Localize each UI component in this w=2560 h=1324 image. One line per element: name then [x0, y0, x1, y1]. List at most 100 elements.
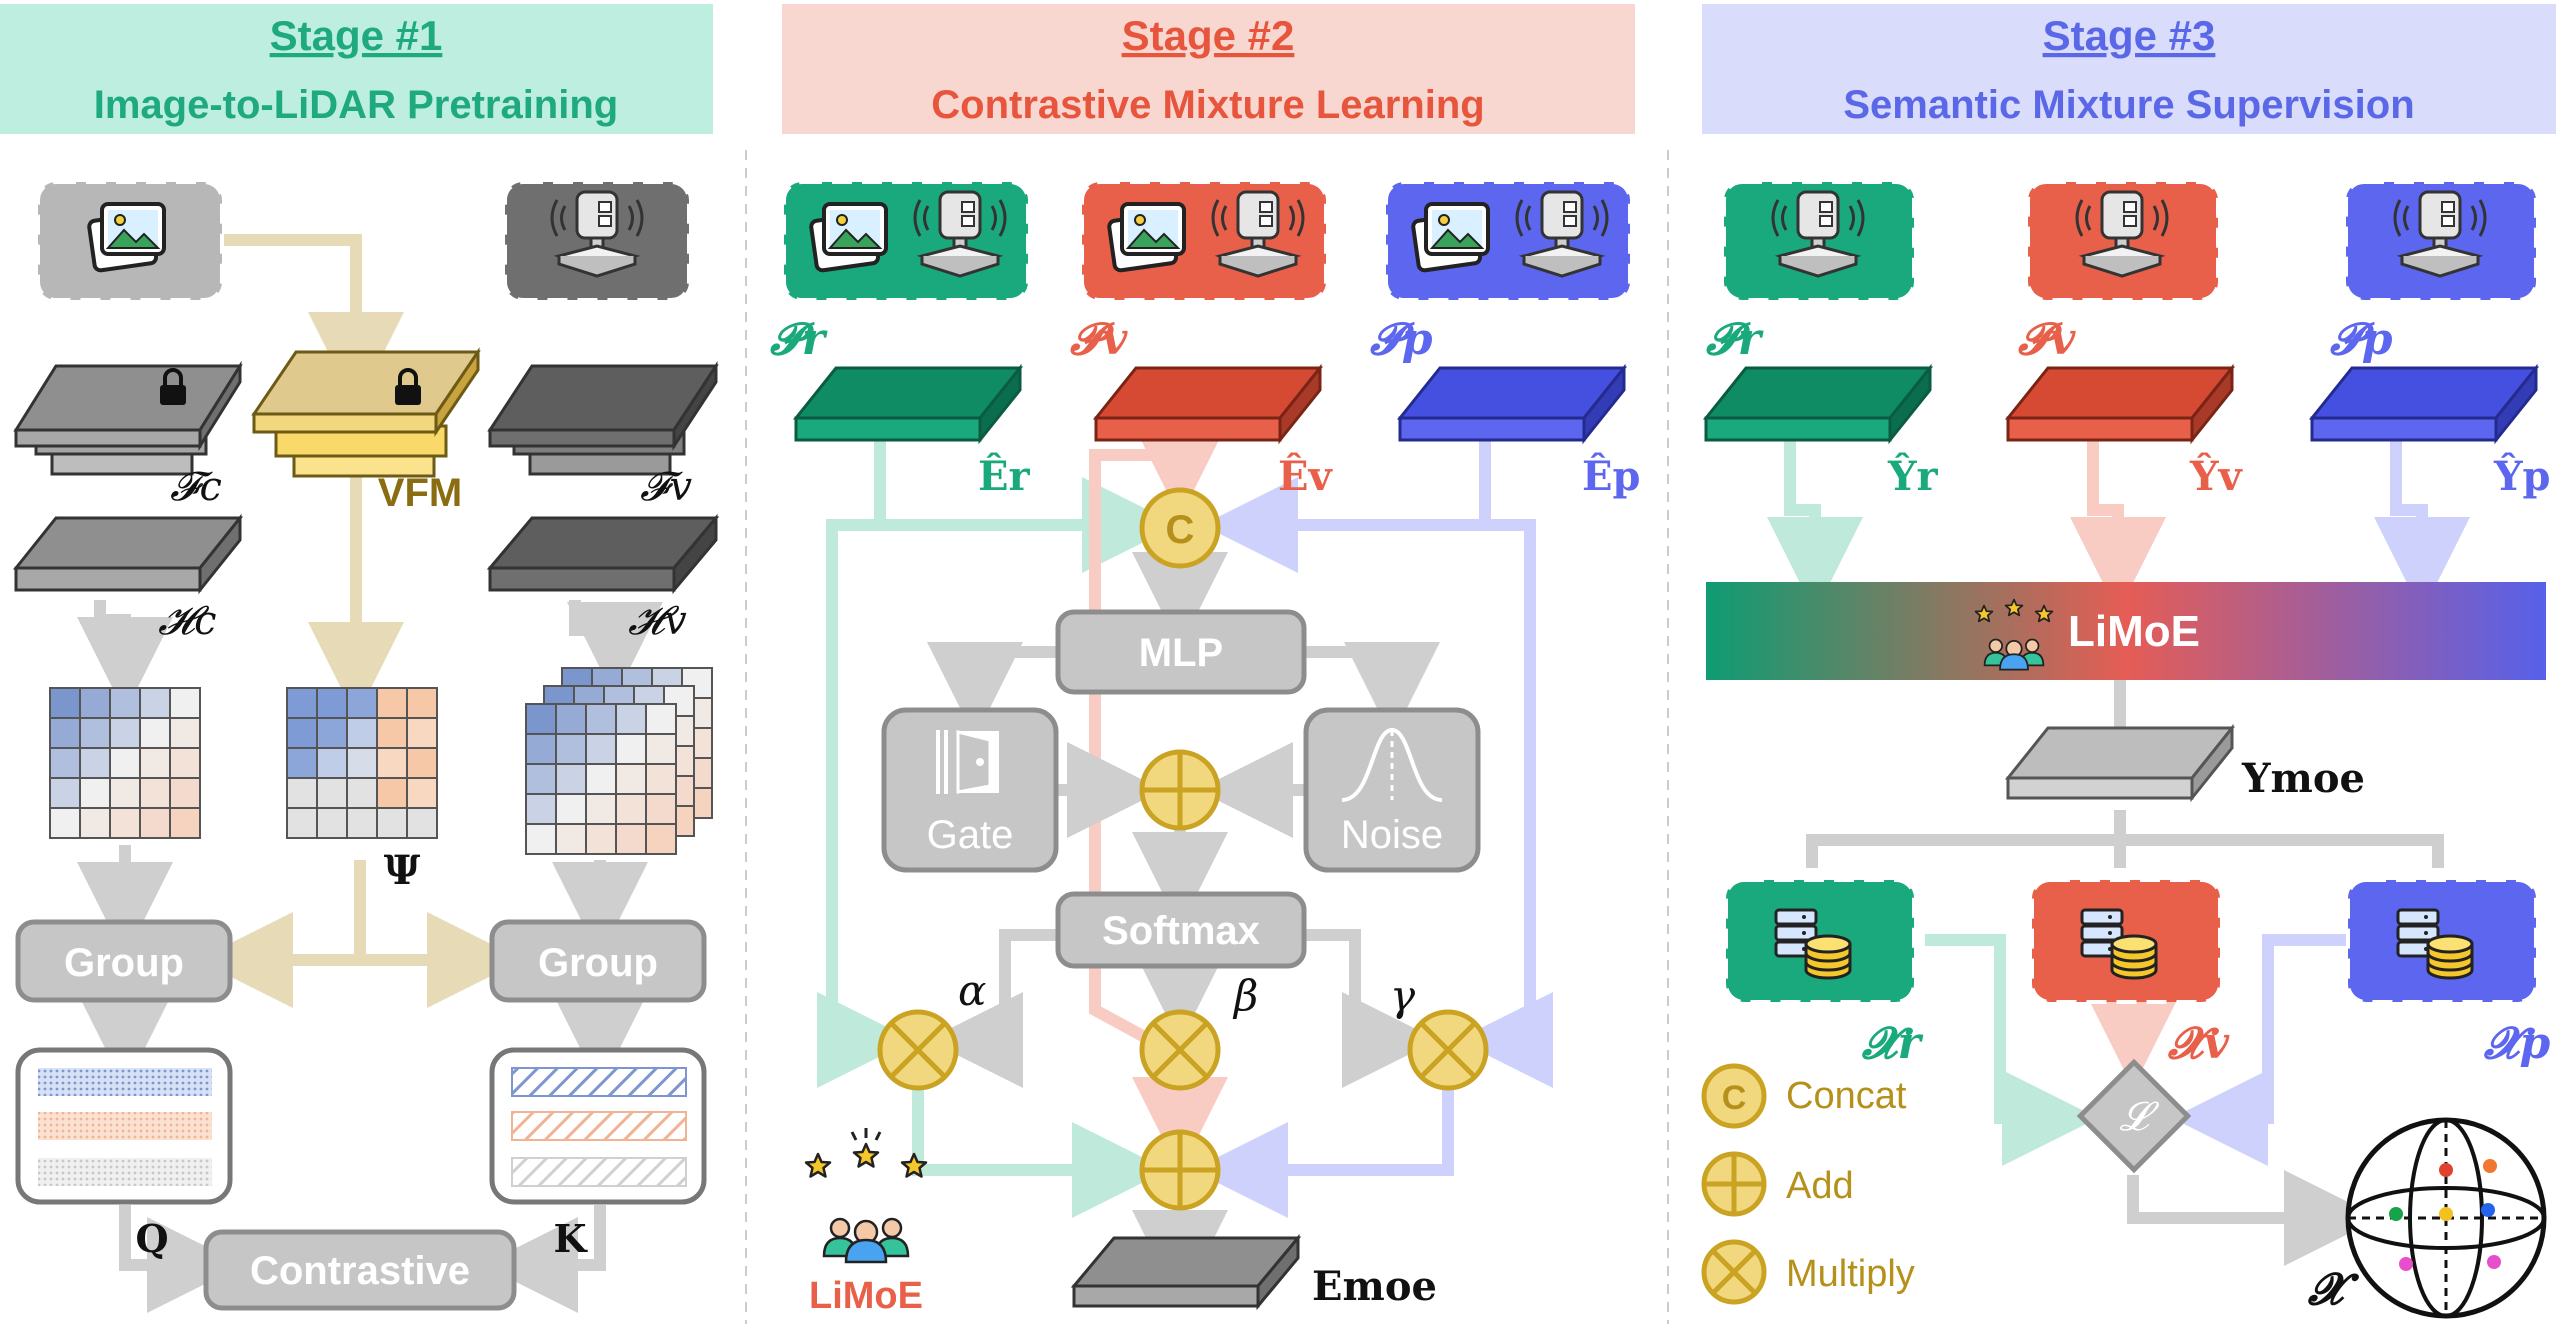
sphere-icon	[2345, 1117, 2547, 1319]
grid-cell	[406, 717, 438, 749]
x-p-tile	[2346, 878, 2538, 1004]
fv-label: 𝓕v	[640, 464, 693, 510]
grid-cell	[585, 823, 617, 855]
grid-cell	[645, 793, 677, 825]
stage3-title: Stage #3	[2043, 12, 2216, 59]
hc-feature-slab	[12, 513, 244, 595]
grid-cell	[109, 717, 141, 749]
e-moe-slab	[1070, 1233, 1302, 1311]
vfm-stack	[251, 347, 481, 478]
grid-cell	[406, 807, 438, 839]
grid-cell	[525, 823, 557, 855]
grid-cell	[169, 807, 201, 839]
grid-cell	[406, 687, 438, 719]
stage3-header: Stage #3 Semantic Mixture Supervision	[1702, 4, 2556, 134]
people-stars-icon	[822, 1217, 910, 1264]
grid-cell	[316, 717, 348, 749]
multiply-node-alpha	[877, 1009, 959, 1091]
grid-cell	[139, 717, 171, 749]
grid-cell	[316, 747, 348, 779]
legend-multiply: Multiply	[1786, 1253, 1915, 1295]
lock-icon	[160, 368, 186, 405]
stage1-title: Stage #1	[270, 12, 443, 59]
hv-label: 𝓗v	[628, 598, 687, 644]
limoe-bar-label: LiMoE	[2068, 607, 2200, 656]
p3-p-tile	[2344, 180, 2538, 302]
grid-cell	[169, 777, 201, 809]
grid-cell	[286, 747, 318, 779]
arrow	[1457, 440, 1553, 1088]
e-v-label: Êv	[1278, 453, 1333, 500]
stage2-panel: 𝓟r 𝓟v 𝓟p Êr Êv Êp C MLP	[770, 180, 1640, 1317]
noise-label: Noise	[1341, 813, 1443, 857]
arrow	[2374, 440, 2470, 613]
limoe-icon-group	[804, 1128, 928, 1264]
grid-cell	[346, 747, 378, 779]
grid-cell	[645, 823, 677, 855]
grid-cell	[645, 763, 677, 795]
grid-cell	[49, 717, 81, 749]
grid-cell	[346, 777, 378, 809]
p-v-tile	[1080, 180, 1328, 302]
arrow	[2070, 440, 2166, 613]
arrow	[245, 860, 475, 966]
arrow	[2127, 1170, 2380, 1266]
arrow	[77, 600, 173, 713]
grid-cell	[286, 717, 318, 749]
grid-cell	[286, 777, 318, 809]
grid-cell	[645, 733, 677, 765]
grid-cell	[139, 807, 171, 839]
grid-cell	[376, 717, 408, 749]
contrastive-label: Contrastive	[250, 1249, 470, 1293]
final-add-node	[1139, 1129, 1221, 1211]
grid-cell	[49, 777, 81, 809]
k-label: K	[553, 1216, 588, 1261]
grid-cell	[49, 747, 81, 779]
vfm-label: VFM	[378, 471, 462, 515]
stage3-panel: 𝓟r 𝓟v 𝓟p Ŷr Ŷv Ŷp LiMoE	[1701, 180, 2551, 1319]
lock-icon	[395, 368, 421, 405]
softmax-box: Softmax	[1055, 891, 1307, 969]
hv-feature-slab	[486, 513, 720, 595]
grid-cell	[139, 687, 171, 719]
grid-cell	[406, 747, 438, 779]
grid-cell	[585, 733, 617, 765]
gaussian-icon	[1341, 727, 1443, 802]
mlp-box: MLP	[1055, 609, 1307, 695]
y-r-slab	[1702, 363, 1934, 445]
e-r-label: Êr	[978, 453, 1030, 500]
grid-cell	[109, 777, 141, 809]
grid-cell	[555, 793, 587, 825]
grid-cell	[49, 687, 81, 719]
grid-cell	[49, 807, 81, 839]
p-p-tile	[1384, 180, 1632, 302]
group-left-box: Group	[15, 919, 233, 1003]
legend-concat: Concat	[1786, 1075, 1907, 1117]
arrow	[1305, 642, 1440, 738]
grid-cell	[525, 763, 557, 795]
concat-legend-icon	[1701, 1063, 1767, 1129]
x-v-label: 𝓧v	[2167, 1018, 2230, 1069]
x-p-label: 𝓧p	[2483, 1018, 2551, 1069]
x-r-label: 𝓧r	[1861, 1018, 1924, 1069]
arrow	[1192, 1085, 1454, 1218]
grid-cell	[525, 793, 557, 825]
grid-cell	[585, 793, 617, 825]
grid-cell	[79, 777, 111, 809]
y-r-label: Ŷr	[1887, 453, 1939, 500]
grid-cell	[615, 733, 647, 765]
p3-r-tile	[1722, 180, 1916, 302]
p3-v-label: 𝓟v	[2018, 314, 2076, 365]
grid-cell	[286, 687, 318, 719]
alpha-label: α	[958, 966, 986, 1015]
beta-label: β	[1232, 971, 1258, 1020]
stage2-title: Stage #2	[1122, 12, 1295, 59]
star-icon	[804, 1152, 832, 1178]
x-r-tile	[1724, 878, 1916, 1004]
arrow	[927, 642, 1058, 738]
p-r-label: 𝓟r	[770, 314, 828, 365]
psi-label: Ψ	[384, 847, 421, 894]
add-node	[1139, 749, 1221, 831]
grid-cell	[615, 823, 647, 855]
